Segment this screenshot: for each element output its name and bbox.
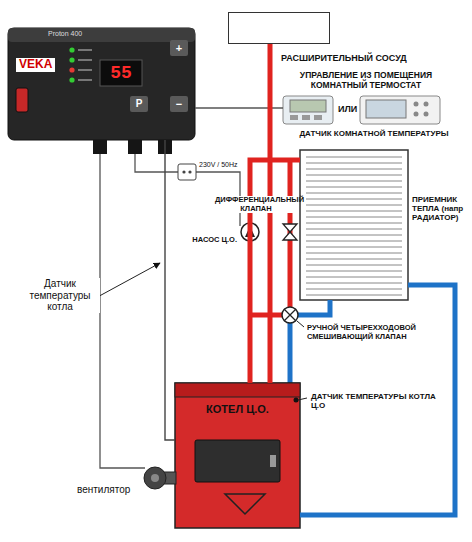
or-label: ИЛИ bbox=[337, 104, 358, 114]
room-thermostat bbox=[424, 112, 429, 117]
boiler-body bbox=[270, 455, 276, 467]
controller-body bbox=[130, 96, 148, 112]
leader-line bbox=[92, 263, 307, 400]
power-socket bbox=[182, 170, 185, 173]
room-thermostat bbox=[302, 115, 310, 120]
radiator-body bbox=[306, 157, 402, 295]
leader-line bbox=[298, 398, 307, 400]
display-value: 55 bbox=[100, 60, 142, 86]
radiator-body bbox=[300, 150, 408, 300]
radiator-label: ПРИЕМНИК ТЕПЛА (напр РАДИАТОР) bbox=[412, 195, 466, 223]
controller-body bbox=[170, 96, 188, 112]
room-thermostat bbox=[314, 115, 322, 120]
mixing-valve bbox=[282, 307, 298, 323]
tank-label: РАСШИРИТЕЛЬНЫЙ СОСУД bbox=[281, 53, 407, 63]
sensor-label: ДАТЧИК ТЕМПЕРАТУРЫ КОТЛА Ц.О bbox=[310, 392, 442, 410]
controller-body bbox=[93, 140, 107, 154]
room-thermostat bbox=[290, 100, 326, 112]
power-socket bbox=[178, 164, 196, 180]
power-label: 230V / 50Hz bbox=[198, 161, 239, 169]
differential-valve bbox=[283, 232, 297, 240]
power-socket bbox=[188, 170, 191, 173]
controller-body bbox=[170, 40, 188, 56]
supply-pipe bbox=[250, 160, 300, 383]
controller-body bbox=[128, 140, 142, 154]
fan-label: вентилятор bbox=[76, 484, 131, 496]
controller-body bbox=[78, 49, 92, 51]
controller-body bbox=[8, 28, 195, 42]
mixing-valve bbox=[282, 307, 298, 323]
controller-body bbox=[8, 28, 195, 140]
button-label: P bbox=[130, 96, 148, 112]
pipe-to-tank bbox=[268, 44, 273, 383]
room-thermostat bbox=[414, 112, 419, 117]
differential-valve bbox=[283, 224, 297, 232]
fan bbox=[144, 467, 176, 489]
sensor-label: ДАТЧИК КОМНАТНОЙ ТЕМПЕРАТУРЫ bbox=[283, 129, 465, 138]
room-thermostat bbox=[366, 100, 406, 118]
cable bbox=[135, 154, 178, 172]
boiler-box: КОТЕЛ Ц.О. bbox=[175, 383, 300, 528]
pump-label: НАСОС Ц.О. bbox=[178, 236, 238, 245]
controller-body bbox=[78, 69, 92, 71]
expansion-tank: РАСШИРИТЕЛЬНЫЙ СОСУД bbox=[228, 12, 330, 44]
room-thermostat bbox=[360, 96, 440, 124]
model-name: Proton 400 bbox=[48, 30, 82, 38]
differential-valve bbox=[283, 224, 297, 240]
pipe bbox=[288, 323, 293, 383]
boiler-body bbox=[195, 440, 280, 482]
room-thermostat bbox=[283, 96, 440, 124]
controller-body bbox=[69, 57, 74, 62]
controller-box: Proton 400VEKA 55P + − bbox=[8, 28, 195, 140]
boiler-body bbox=[175, 383, 300, 528]
boiler-body bbox=[294, 398, 299, 403]
brand-logo: VEKA bbox=[16, 58, 55, 72]
control-note: УПРАВЛЕНИЕ ИЗ ПОМЕЩЕНИЯ КОМНАТНЫЙ ТЕРМОС… bbox=[285, 71, 447, 91]
room-thermostat bbox=[283, 96, 333, 124]
boiler-body bbox=[225, 494, 265, 514]
controller-body bbox=[16, 88, 28, 112]
cable bbox=[100, 154, 145, 468]
fan bbox=[144, 467, 166, 489]
room-thermostat bbox=[290, 115, 298, 120]
sensor-label: Датчик температуры котла bbox=[20, 278, 100, 313]
pipe bbox=[250, 160, 330, 383]
controller-body bbox=[8, 28, 195, 154]
return-pipe bbox=[300, 285, 455, 515]
controller-body bbox=[69, 47, 74, 52]
button-label: − bbox=[170, 96, 188, 112]
radiator-body bbox=[300, 150, 408, 300]
controller-body bbox=[100, 60, 142, 86]
button-label: + bbox=[170, 40, 188, 56]
power-socket bbox=[178, 164, 196, 180]
valve-label: РУЧНОЙ ЧЕТЫРЕХХОДОВОЙ СМЕШИВАЮЩИЙ КЛАПАН bbox=[306, 324, 448, 341]
room-thermostat bbox=[414, 102, 419, 107]
controller-body bbox=[69, 77, 74, 82]
room-thermostat bbox=[424, 102, 429, 107]
boiler-body bbox=[175, 383, 300, 397]
controller-body bbox=[78, 79, 92, 81]
controller-body bbox=[69, 67, 74, 72]
leader-line bbox=[92, 263, 160, 300]
controller-body bbox=[78, 59, 92, 61]
fan bbox=[151, 474, 159, 482]
boiler-body bbox=[175, 383, 300, 528]
pipe bbox=[298, 300, 330, 315]
pipe bbox=[250, 313, 282, 318]
mixing-valve bbox=[284, 309, 296, 321]
sensor-cable bbox=[165, 140, 175, 440]
boiler-label: КОТЕЛ Ц.О. bbox=[175, 403, 300, 416]
valve-label: ДИФФЕРЕНЦИАЛЬНЫЙ КЛАПАН bbox=[214, 196, 298, 213]
leader-line bbox=[297, 321, 304, 327]
radiator-box: ПРИЕМНИК ТЕПЛА (напр РАДИАТОР) bbox=[300, 150, 408, 300]
